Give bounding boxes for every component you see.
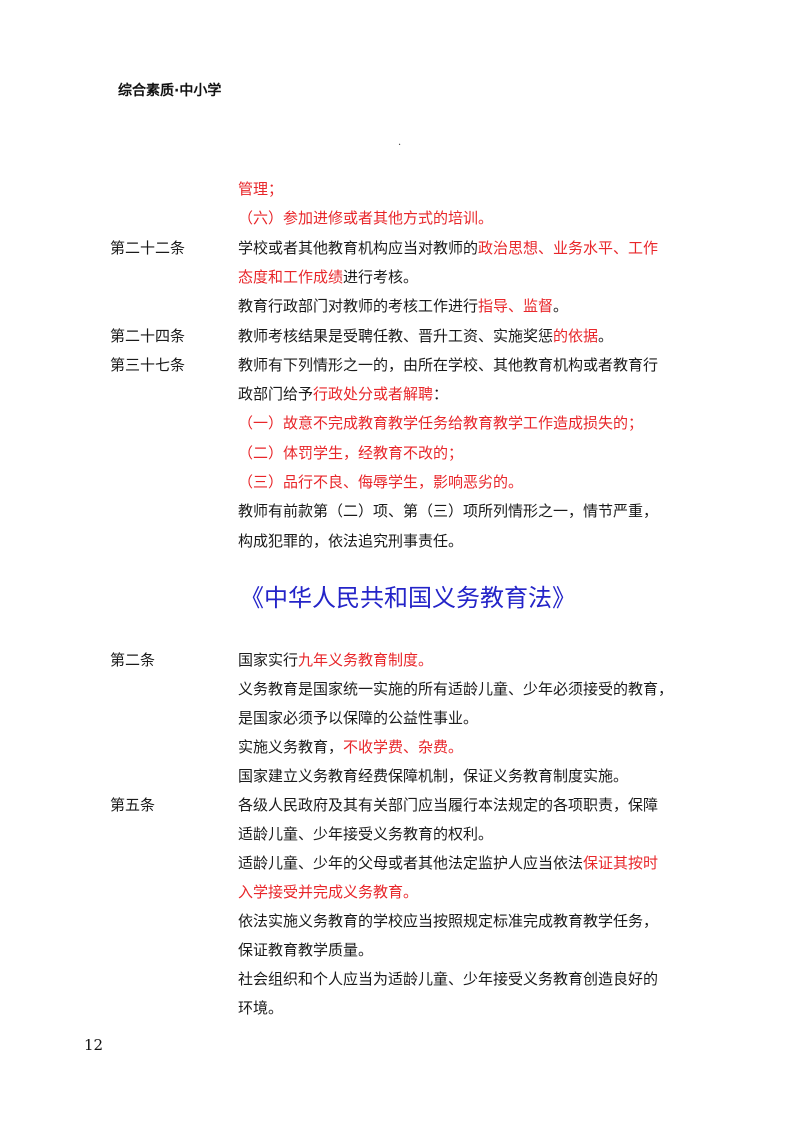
text-line: 义务教育是国家统一实施的所有适龄儿童、少年必须接受的教育， bbox=[238, 675, 673, 703]
highlighted-text: （二）体罚学生，经教育不改的； bbox=[238, 443, 464, 462]
text-line: 适龄儿童、少年接受义务教育的权利。 bbox=[238, 820, 493, 848]
body-text: 适龄儿童、少年接受义务教育的权利。 bbox=[238, 825, 494, 843]
body-text: 教师有前款第（二）项、第（三）项所列情形之一，情节严重， bbox=[238, 502, 659, 521]
text-line: 入学接受并完成义务教育。 bbox=[238, 878, 418, 906]
body-text: 环境。 bbox=[238, 999, 284, 1017]
body-text: 社会组织和个人应当为适龄儿童、少年接受义务教育创造良好的 bbox=[238, 970, 659, 988]
body-text: 依法实施义务教育的学校应当按照规定标准完成教育教学任务， bbox=[238, 912, 659, 930]
text-line: （六）参加进修或者其他方式的培训。 bbox=[238, 204, 493, 232]
section-title: 《中华人民共和国义务教育法》 bbox=[240, 584, 576, 612]
body-text: 是国家必须予以保障的公益性事业。 bbox=[238, 709, 479, 727]
article-number: 第五条 bbox=[110, 796, 156, 814]
text-line: 各级人民政府及其有关部门应当履行本法规定的各项职责，保障 bbox=[238, 791, 658, 819]
highlighted-text: 保证其按时 bbox=[583, 854, 659, 872]
text-line: （三）品行不良、侮辱学生，影响恶劣的。 bbox=[238, 468, 523, 496]
text-line: 国家实行九年义务教育制度。 bbox=[238, 646, 433, 674]
text-line: （一）故意不完成教育教学任务给教育教学工作造成损失的； bbox=[238, 409, 643, 437]
body-text: ： bbox=[433, 385, 449, 404]
text-line: 态度和工作成绩进行考核。 bbox=[238, 263, 418, 291]
body-text: 进行考核。 bbox=[343, 267, 419, 286]
highlighted-text: 九年义务教育制度。 bbox=[298, 651, 434, 669]
highlighted-text: （六）参加进修或者其他方式的培训。 bbox=[238, 209, 494, 228]
body-text: 教师有下列情形之一的，由所在学校、其他教育机构或者教育行 bbox=[238, 355, 659, 374]
text-line: 实施义务教育，不收学费、杂费。 bbox=[238, 733, 463, 761]
body-text: 。 bbox=[598, 326, 614, 345]
text-line: 依法实施义务教育的学校应当按照规定标准完成教育教学任务， bbox=[238, 907, 658, 935]
text-line: 是国家必须予以保障的公益性事业。 bbox=[238, 704, 478, 732]
text-line: 国家建立义务教育经费保障机制，保证义务教育制度实施。 bbox=[238, 762, 628, 790]
highlighted-text: 政治思想、业务水平、工作 bbox=[478, 238, 659, 257]
text-line: 社会组织和个人应当为适龄儿童、少年接受义务教育创造良好的 bbox=[238, 965, 658, 993]
text-line: 教育行政部门对教师的考核工作进行指导、监督。 bbox=[238, 292, 568, 320]
body-text: 教师考核结果是受聘任教、晋升工资、实施奖惩 bbox=[238, 326, 554, 345]
text-line: （二）体罚学生，经教育不改的； bbox=[238, 439, 463, 467]
text-line: 管理； bbox=[238, 175, 283, 203]
article-number: 第二条 bbox=[110, 651, 156, 669]
body-text: 学校或者其他教育机构应当对教师的 bbox=[238, 238, 479, 257]
text-line: 学校或者其他教育机构应当对教师的政治思想、业务水平、工作 bbox=[238, 234, 658, 262]
highlighted-text: 不收学费、杂费。 bbox=[343, 738, 464, 756]
body-text: 国家实行 bbox=[238, 651, 299, 669]
page-number: 12 bbox=[84, 1036, 104, 1054]
body-text: 适龄儿童、少年的父母或者其他法定监护人应当依法 bbox=[238, 854, 584, 872]
highlighted-text: （三）品行不良、侮辱学生，影响恶劣的。 bbox=[238, 473, 524, 491]
highlighted-text: 的依据 bbox=[553, 326, 599, 345]
body-text: 构成犯罪的，依法追究刑事责任。 bbox=[238, 531, 464, 550]
body-text: 义务教育是国家统一实施的所有适龄儿童、少年必须接受的教育， bbox=[238, 680, 674, 698]
highlighted-text: 态度和工作成绩 bbox=[238, 267, 344, 286]
body-text: 。 bbox=[553, 297, 569, 316]
text-line: 教师有下列情形之一的，由所在学校、其他教育机构或者教育行 bbox=[238, 351, 658, 379]
body-text: 国家建立义务教育经费保障机制，保证义务教育制度实施。 bbox=[238, 767, 629, 785]
body-text: 各级人民政府及其有关部门应当履行本法规定的各项职责，保障 bbox=[238, 796, 659, 814]
text-line: 保证教育教学质量。 bbox=[238, 936, 373, 964]
running-header: 综合素质·中小学 bbox=[118, 83, 222, 99]
article-number: 第二十四条 bbox=[110, 326, 186, 345]
text-line: 教师考核结果是受聘任教、晋升工资、实施奖惩的依据。 bbox=[238, 322, 613, 350]
body-text: 教育行政部门对教师的考核工作进行 bbox=[238, 297, 479, 316]
text-line: 教师有前款第（二）项、第（三）项所列情形之一，情节严重， bbox=[238, 497, 658, 525]
highlighted-text: 管理； bbox=[238, 180, 284, 198]
text-line: 政部门给予行政处分或者解聘： bbox=[238, 380, 448, 408]
highlighted-text: 指导、监督 bbox=[478, 297, 554, 316]
center-dot: · bbox=[398, 140, 402, 151]
highlighted-text: （一）故意不完成教育教学任务给教育教学工作造成损失的； bbox=[238, 414, 644, 433]
article-number: 第三十七条 bbox=[110, 355, 186, 374]
text-line: 构成犯罪的，依法追究刑事责任。 bbox=[238, 527, 463, 555]
body-text: 保证教育教学质量。 bbox=[238, 941, 374, 959]
text-line: 环境。 bbox=[238, 994, 283, 1022]
body-text: 实施义务教育， bbox=[238, 738, 344, 756]
article-number: 第二十二条 bbox=[110, 238, 186, 257]
highlighted-text: 入学接受并完成义务教育。 bbox=[238, 883, 419, 901]
text-line: 适龄儿童、少年的父母或者其他法定监护人应当依法保证其按时 bbox=[238, 849, 658, 877]
body-text: 政部门给予 bbox=[238, 385, 314, 404]
highlighted-text: 行政处分或者解聘 bbox=[313, 385, 434, 404]
